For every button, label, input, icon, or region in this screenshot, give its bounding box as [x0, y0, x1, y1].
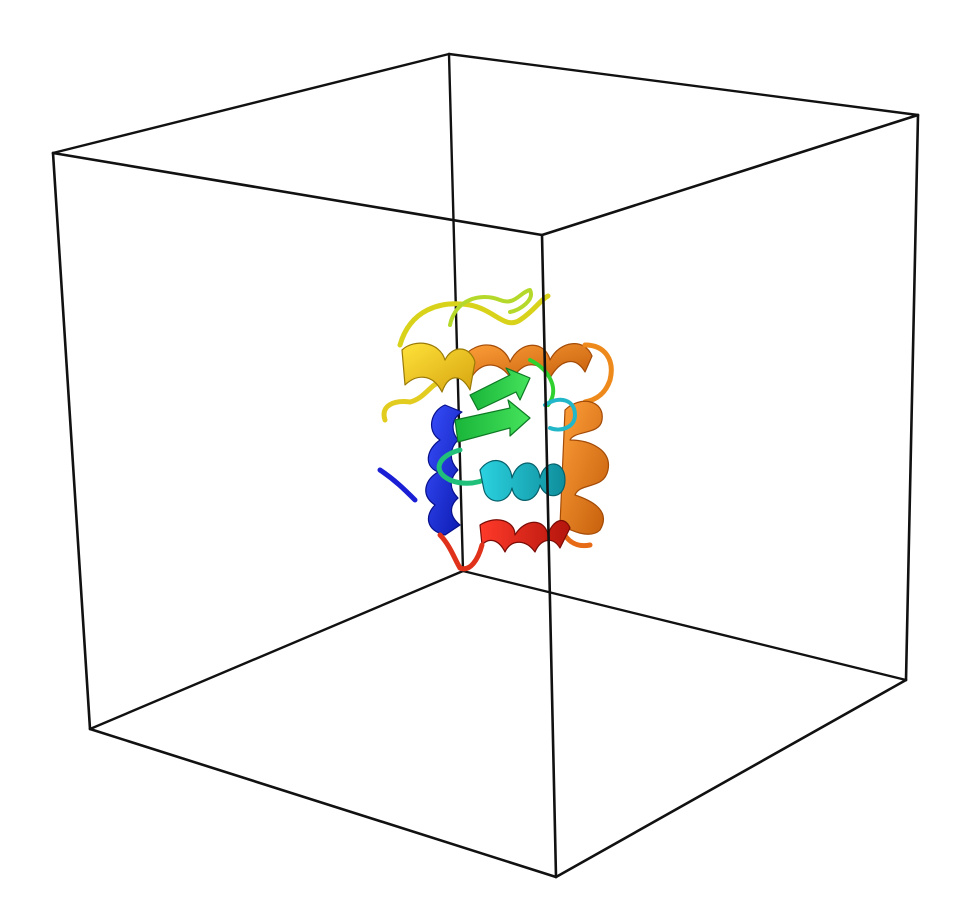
- box-edge: [51, 52, 451, 155]
- box-edge: [540, 113, 920, 237]
- tail-blue: [377, 467, 418, 503]
- loop-orange: [582, 342, 614, 405]
- sheet-green: [454, 399, 531, 443]
- protein-ribbon[interactable]: [377, 288, 614, 572]
- box-edge: [88, 569, 465, 731]
- loop-red: [437, 532, 485, 572]
- box-edge: [51, 151, 544, 237]
- box-edge: [554, 678, 908, 879]
- sheet-green-upper: [469, 367, 531, 411]
- loop-yellow: [397, 293, 551, 348]
- helix-orange-right: [559, 400, 610, 535]
- helix-yellow-left: [401, 342, 476, 393]
- box-edge: [461, 569, 908, 682]
- box-edge: [904, 113, 920, 682]
- box-edge: [540, 233, 558, 879]
- bounding-box-front: [51, 113, 920, 879]
- helix-orange-top: [459, 343, 593, 381]
- loop-cyan: [543, 397, 577, 432]
- loop-yellow-green: [448, 288, 533, 327]
- loop-yellow-lower: [381, 379, 443, 423]
- box-edge: [447, 52, 920, 117]
- helix-red: [479, 519, 571, 553]
- box-edge: [51, 151, 92, 731]
- helix-cyan: [479, 460, 566, 502]
- box-edge: [88, 727, 558, 879]
- helix-blue: [425, 404, 463, 536]
